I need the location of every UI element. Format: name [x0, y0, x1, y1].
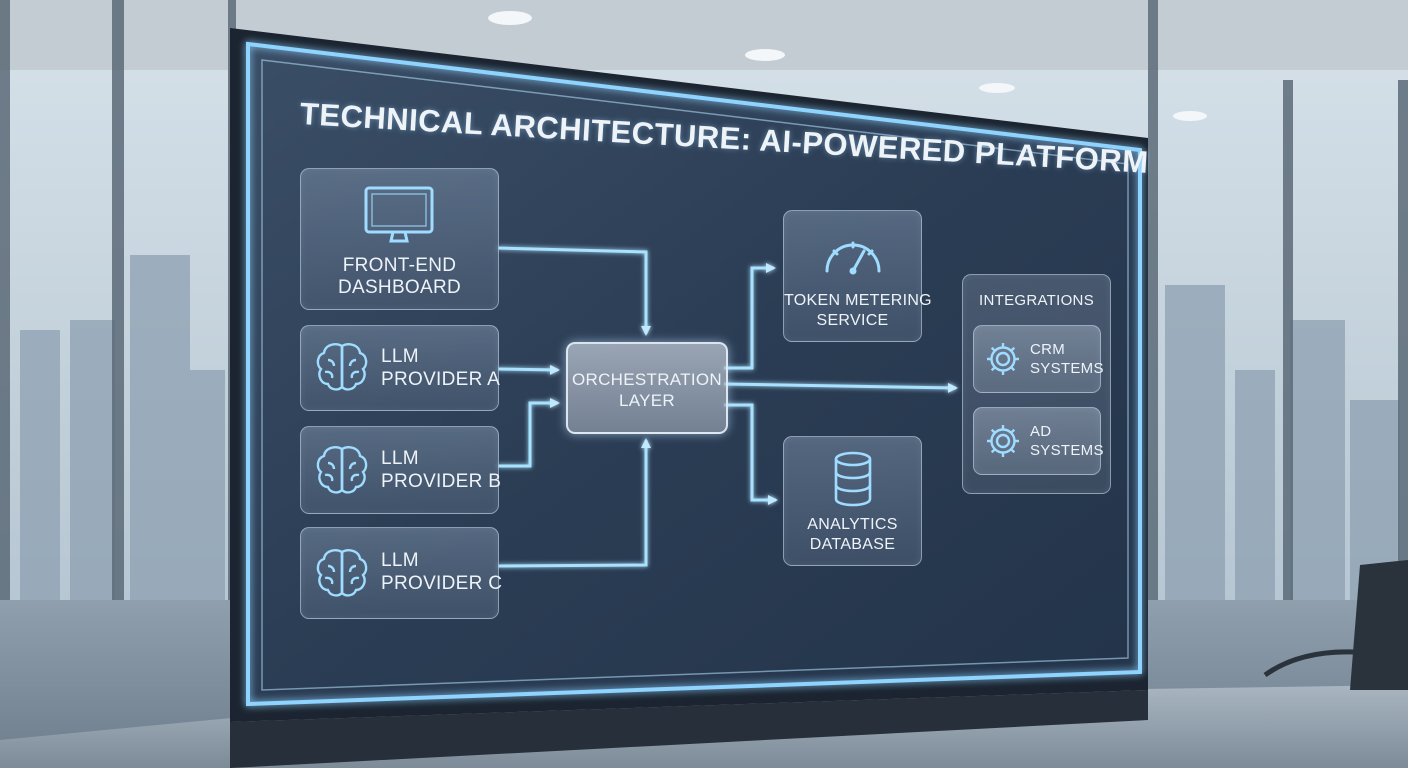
analytics-label-line2: DATABASE	[809, 536, 896, 553]
crm-label-line1: CRM	[1030, 341, 1066, 358]
gauge-icon	[825, 241, 881, 275]
crm-label-line2: SYSTEMS	[1030, 360, 1104, 377]
brain-icon	[316, 446, 368, 494]
frontend-label-line2: DASHBOARD	[337, 277, 462, 298]
arrow-orch-token	[724, 263, 776, 370]
llm-c-label-line2: PROVIDER C	[381, 573, 503, 594]
arrow-llmb-orch	[498, 398, 560, 468]
arrow-llma-orch	[497, 364, 560, 375]
llm-c-label-line1: LLM	[381, 550, 419, 571]
integrations-container: INTEGRATIONS CRM SYSTEMS AD SYSTEMS	[962, 274, 1111, 494]
token-label-line2: SERVICE	[816, 312, 889, 329]
llm-b-label-line1: LLM	[381, 448, 419, 469]
orchestration-label-line1: ORCHESTRATION	[572, 370, 722, 389]
llm-a-label-line1: LLM	[381, 346, 419, 367]
monitor-icon	[364, 186, 434, 243]
token-metering-node: TOKEN METERING SERVICE	[783, 210, 932, 342]
orchestration-label-line2: LAYER	[619, 391, 675, 410]
database-icon	[834, 451, 872, 507]
arrow-llmc-orch	[497, 438, 651, 568]
llm-a-label-line2: PROVIDER A	[381, 369, 501, 390]
frontend-dashboard-node: FRONT-END DASHBOARD	[300, 168, 499, 310]
frontend-label-line1: FRONT-END	[342, 255, 457, 276]
analytics-label-line1: ANALYTICS	[807, 516, 898, 533]
llm-provider-c-node: LLM PROVIDER C	[300, 527, 503, 619]
orchestration-layer-node: ORCHESTRATION LAYER	[566, 342, 728, 434]
arrow-orch-integrations	[723, 382, 958, 393]
ad-label-line2: SYSTEMS	[1030, 442, 1104, 459]
token-label-line1: TOKEN METERING	[784, 292, 932, 309]
brain-icon	[316, 343, 368, 391]
analytics-database-node: ANALYTICS DATABASE	[783, 436, 922, 566]
ad-label-line1: AD	[1030, 423, 1052, 440]
ad-systems-node: AD SYSTEMS	[973, 407, 1104, 475]
crm-systems-node: CRM SYSTEMS	[973, 325, 1104, 393]
gear-icon	[987, 425, 1019, 457]
gear-icon	[987, 343, 1019, 375]
brain-icon	[316, 549, 368, 597]
integrations-title: INTEGRATIONS	[979, 292, 1094, 309]
arrow-frontend-orch	[497, 246, 651, 336]
llm-provider-a-node: LLM PROVIDER A	[300, 325, 501, 411]
llm-b-label-line2: PROVIDER B	[381, 471, 502, 492]
arrow-orch-analytics	[724, 403, 778, 505]
llm-provider-b-node: LLM PROVIDER B	[300, 426, 502, 514]
